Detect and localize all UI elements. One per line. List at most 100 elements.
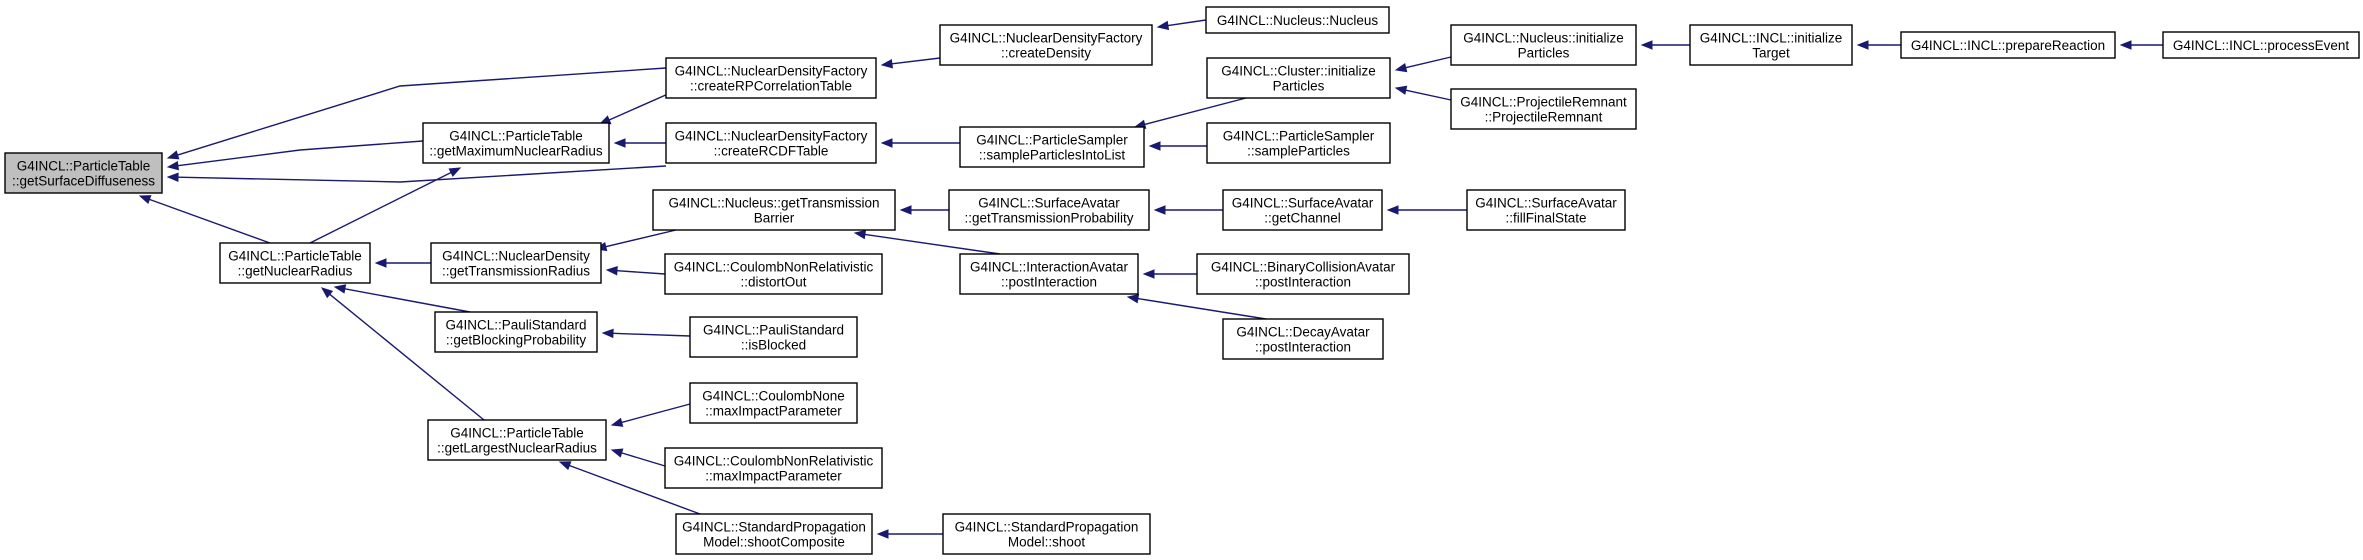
- node-label: G4INCL::Nucleus::initialize: [1463, 31, 1624, 46]
- node-label: G4INCL::CoulombNone: [702, 389, 845, 404]
- node-get-surface-diffuseness[interactable]: G4INCL::ParticleTable::getSurfaceDiffuse…: [4, 152, 163, 194]
- arrowhead: [1394, 62, 1408, 73]
- node-box: [939, 24, 1153, 66]
- node-box: [1205, 6, 1390, 34]
- node-label: ::getSurfaceDiffuseness: [12, 174, 155, 189]
- node-bcpost-interaction[interactable]: G4INCL::BinaryCollisionAvatar::postInter…: [1196, 253, 1410, 295]
- node-prepare-reaction[interactable]: G4INCL::INCL::prepareReaction: [1900, 31, 2116, 59]
- arrowhead: [138, 195, 152, 205]
- edge-create-rcdftable-to-get-surface-diffuseness: [166, 165, 667, 183]
- node-nucleus-nucleus[interactable]: G4INCL::Nucleus::Nucleus: [1205, 6, 1390, 34]
- arrowhead: [601, 328, 614, 339]
- node-create-density[interactable]: G4INCL::NuclearDensityFactory::createDen…: [939, 24, 1153, 66]
- node-label: G4INCL::PauliStandard: [703, 323, 844, 338]
- arrowhead: [1394, 85, 1408, 95]
- edge-create-rpcorrelation-table-to-get-maximum-nuclear-radius: [598, 93, 669, 125]
- node-get-transmission-radius[interactable]: G4INCL::NuclearDensity::getTransmissionR…: [430, 242, 602, 284]
- arrowhead: [613, 138, 626, 148]
- arrowhead: [448, 167, 462, 177]
- node-iapost-interaction[interactable]: G4INCL::InteractionAvatar::postInteracti…: [959, 253, 1139, 295]
- node-fill-final-state[interactable]: G4INCL::SurfaceAvatar::fillFinalState: [1466, 189, 1626, 231]
- node-box: [4, 152, 163, 194]
- edge-get-channel-to-get-transmission-probability: [1153, 205, 1223, 215]
- node-decay-post-interaction[interactable]: G4INCL::DecayAvatar::postInteraction: [1222, 318, 1384, 360]
- node-shoot-composite[interactable]: G4INCL::StandardPropagationModel::shootC…: [675, 513, 873, 555]
- node-get-largest-nuclear-radius[interactable]: G4INCL::ParticleTable::getLargestNuclear…: [427, 419, 607, 461]
- node-label: ::getNuclearRadius: [238, 264, 353, 279]
- node-distort-out[interactable]: G4INCL::CoulombNonRelativistic::distortO…: [664, 253, 883, 295]
- node-label: ::maxImpactParameter: [705, 469, 842, 484]
- edge-get-transmission-radius-to-get-nuclear-radius: [374, 258, 431, 268]
- node-box: [2162, 31, 2360, 59]
- node-cnrmax-impact[interactable]: G4INCL::CoulombNonRelativistic::maxImpac…: [664, 447, 883, 489]
- arrowhead: [166, 160, 180, 171]
- arrowhead: [1386, 205, 1399, 215]
- node-projectile-remnant[interactable]: G4INCL::ProjectileRemnant::ProjectileRem…: [1450, 88, 1637, 130]
- node-get-nuclear-radius[interactable]: G4INCL::ParticleTable::getNuclearRadius: [219, 242, 371, 284]
- node-label: Particles: [1518, 46, 1570, 61]
- node-box: [1450, 24, 1637, 66]
- node-process-event[interactable]: G4INCL::INCL::processEvent: [2162, 31, 2360, 59]
- node-label: ::fillFinalState: [1505, 211, 1586, 226]
- node-label: ::createRCDFTable: [714, 144, 829, 159]
- node-box: [219, 242, 371, 284]
- arrowhead: [2119, 40, 2132, 50]
- edge-iapost-interaction-to-get-transmission-barrier: [853, 229, 1001, 255]
- node-label: G4INCL::Cluster::initialize: [1221, 64, 1376, 79]
- node-label: G4INCL::NuclearDensityFactory: [675, 129, 868, 144]
- node-sample-particles[interactable]: G4INCL::ParticleSampler::sampleParticles: [1206, 122, 1391, 164]
- edge-prepare-reaction-to-initialize-target: [1856, 40, 1901, 50]
- arrowhead: [1148, 141, 1161, 151]
- edge-initialize-target-to-nucleus-init-particles: [1640, 40, 1690, 50]
- arrowhead: [1156, 20, 1170, 31]
- node-label: G4INCL::PauliStandard: [445, 318, 586, 333]
- arrowhead: [1640, 40, 1653, 50]
- arrowhead: [374, 258, 387, 268]
- node-label: ::getChannel: [1264, 211, 1341, 226]
- node-create-rpcorrelation-table[interactable]: G4INCL::NuclearDensityFactory::createRPC…: [665, 57, 877, 99]
- node-get-transmission-probability[interactable]: G4INCL::SurfaceAvatar::getTransmissionPr…: [948, 189, 1150, 231]
- edge-create-rcdftable-to-get-maximum-nuclear-radius: [613, 138, 666, 148]
- node-cnmax-impact[interactable]: G4INCL::CoulombNone::maxImpactParameter: [689, 382, 858, 424]
- node-is-blocked[interactable]: G4INCL::PauliStandard::isBlocked: [689, 316, 858, 358]
- call-graph-nodes: G4INCL::ParticleTable::getSurfaceDiffuse…: [4, 6, 2360, 555]
- node-label: ::getBlockingProbability: [446, 333, 587, 348]
- node-label: ::getLargestNuclearRadius: [437, 441, 597, 456]
- edge-create-density-to-create-rpcorrelation-table: [880, 57, 941, 69]
- node-box: [959, 253, 1139, 295]
- node-label: G4INCL::NuclearDensityFactory: [950, 31, 1143, 46]
- node-box: [430, 242, 602, 284]
- node-label: G4INCL::SurfaceAvatar: [1232, 196, 1374, 211]
- node-label: G4INCL::ParticleTable: [17, 159, 151, 174]
- node-box: [689, 382, 858, 424]
- node-box: [959, 126, 1145, 168]
- node-create-rcdftable[interactable]: G4INCL::NuclearDensityFactory::createRCD…: [665, 122, 877, 164]
- edge-get-blocking-probability-to-get-nuclear-radius: [333, 284, 471, 313]
- node-label: Particles: [1273, 79, 1325, 94]
- arrowhead: [166, 150, 180, 160]
- call-graph-edges: [138, 19, 2163, 539]
- node-label: ::sampleParticlesIntoList: [979, 148, 1126, 163]
- node-box: [664, 447, 883, 489]
- node-label: ::sampleParticles: [1247, 144, 1350, 159]
- arrowhead: [1142, 269, 1155, 279]
- node-label: ::isBlocked: [741, 338, 806, 353]
- node-box: [1206, 122, 1391, 164]
- edge-process-event-to-prepare-reaction: [2119, 40, 2163, 50]
- edge-projectile-remnant-to-cluster-init-particles: [1394, 85, 1452, 101]
- edge-cnrmax-impact-to-get-largest-nuclear-radius: [610, 448, 666, 467]
- node-label: G4INCL::BinaryCollisionAvatar: [1211, 260, 1396, 275]
- node-label: G4INCL::Nucleus::Nucleus: [1217, 13, 1379, 28]
- node-get-channel[interactable]: G4INCL::SurfaceAvatar::getChannel: [1222, 189, 1383, 231]
- node-box: [1206, 57, 1391, 99]
- node-box: [1450, 88, 1637, 130]
- node-sample-particles-into-list[interactable]: G4INCL::ParticleSampler::sampleParticles…: [959, 126, 1145, 168]
- node-label: ::distortOut: [740, 275, 806, 290]
- node-get-blocking-probability[interactable]: G4INCL::PauliStandard::getBlockingProbab…: [434, 311, 598, 353]
- node-get-maximum-nuclear-radius[interactable]: G4INCL::ParticleTable::getMaximumNuclear…: [422, 122, 610, 164]
